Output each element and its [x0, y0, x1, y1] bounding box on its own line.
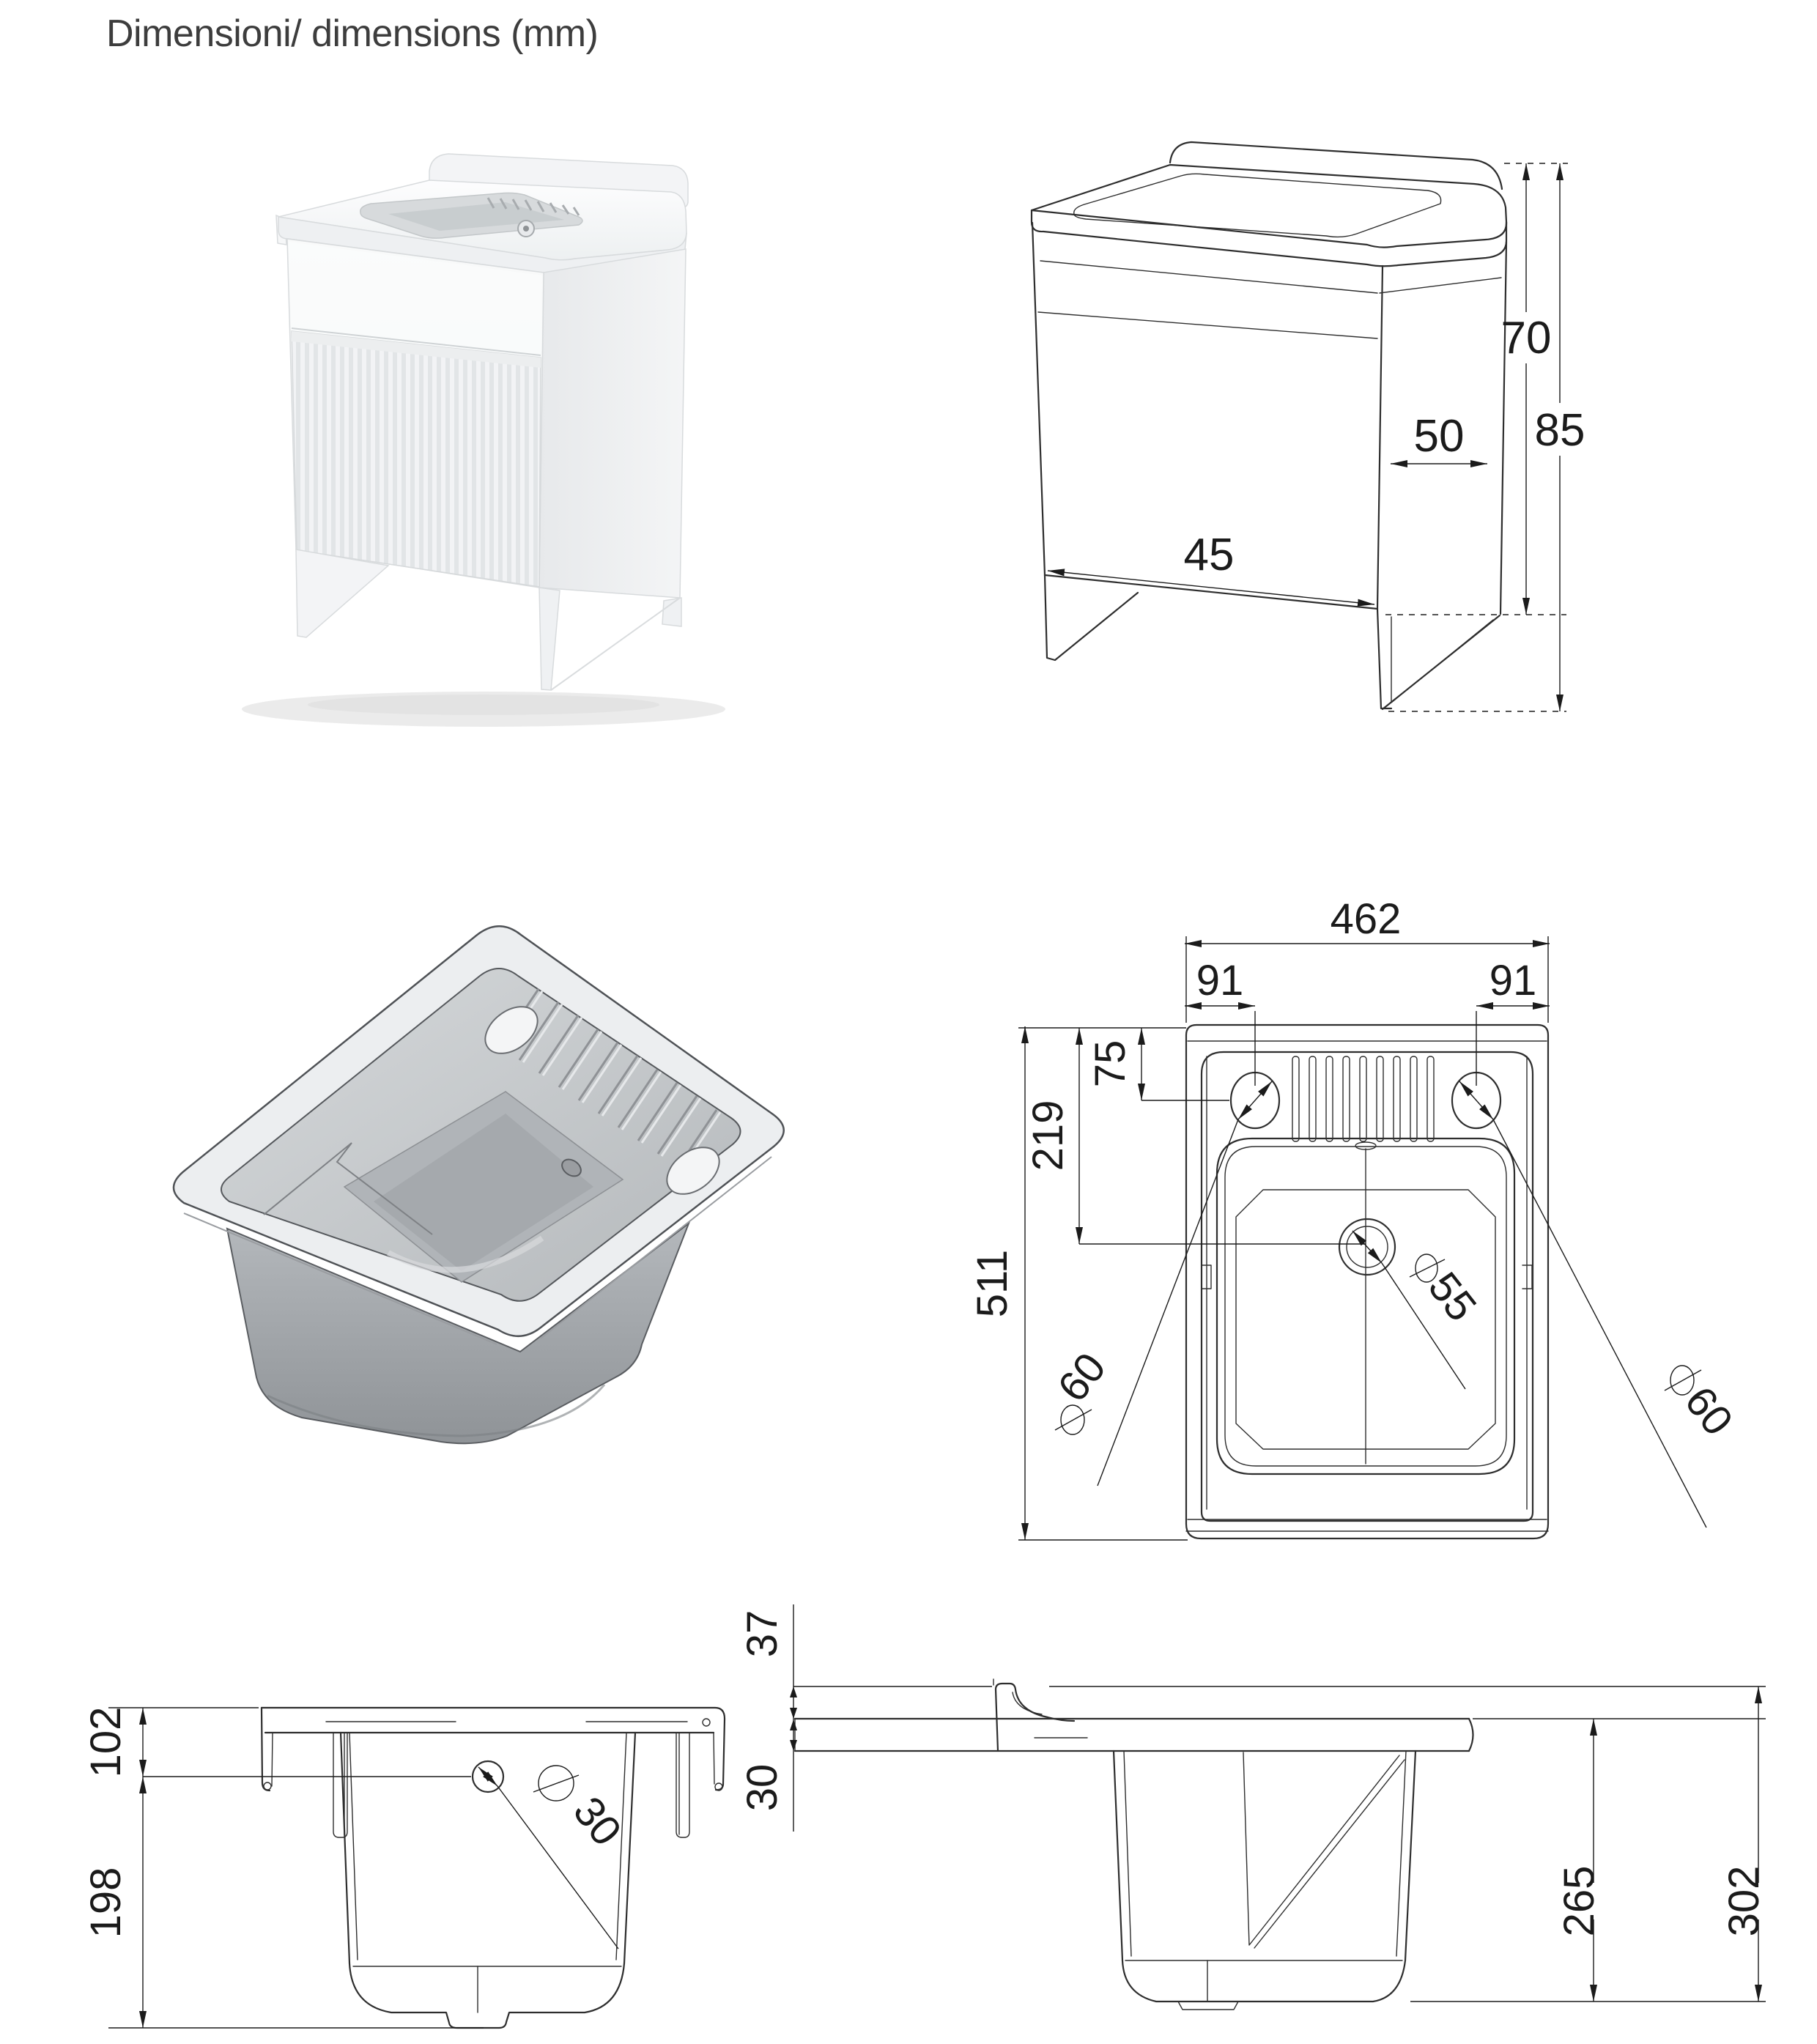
dim-width: 45	[1184, 530, 1235, 580]
side-view-svg: 102 198 30	[82, 1706, 726, 2029]
render-tub-body	[226, 1221, 691, 1445]
cabinet-photo	[169, 73, 791, 843]
top-view-basin	[1215, 1137, 1516, 1475]
dim-overflow-diameter: 30	[564, 1788, 631, 1855]
dim-body-height: 70	[1501, 313, 1552, 363]
dim-overall-depth: 511	[969, 1250, 1016, 1317]
render-step-edge	[263, 1142, 433, 1235]
dim-rim-height: 102	[82, 1707, 130, 1778]
dim-tub-depth: 198	[82, 1867, 130, 1939]
photo-side-panel	[539, 248, 687, 599]
top-view-outline	[1185, 1023, 1550, 1540]
page-title: Dimensioni/ dimensions (mm)	[106, 12, 599, 55]
section-view-svg: 37 30 265 302	[739, 1604, 1768, 2010]
photo-drain-fitting-center	[523, 226, 529, 232]
photo-tambour-rail	[292, 331, 541, 368]
render-flange-thickness	[183, 1156, 772, 1345]
side-view-dimensions: 102 198 30	[82, 1707, 631, 2029]
render-tub-bottom-shading	[267, 1384, 606, 1437]
cabinet-shadow-inner	[308, 695, 659, 715]
photo-tambour-door	[291, 330, 541, 588]
section-outline	[793, 1678, 1474, 2010]
sink-side-view: 102 198 30	[73, 1604, 769, 2044]
section-dimensions: 37 30 265 302	[739, 1604, 1768, 2002]
photo-left-leg	[295, 549, 390, 638]
top-view-dimensions: 462 91 91 75 219 511 55 60	[969, 895, 1742, 1541]
side-view-outline	[260, 1706, 726, 2029]
render-left-tap-hole	[484, 1006, 539, 1054]
photo-right-front-leg	[539, 587, 560, 691]
iso-dimensions: 70 85 50 45	[1047, 163, 1585, 712]
dim-total-height: 302	[1720, 1866, 1768, 1937]
photo-washboard-slots	[486, 197, 580, 216]
dim-right-hole-diameter: 60	[1676, 1378, 1742, 1445]
dim-hole-offset-left: 91	[1196, 957, 1244, 1004]
photo-panel-seam	[291, 327, 541, 356]
photo-right-back-leg	[662, 597, 682, 627]
render-overflow-hole	[561, 1158, 582, 1177]
dim-basin-height: 265	[1555, 1866, 1603, 1937]
dim-left-hole-diameter: 60	[1048, 1344, 1115, 1411]
render-basin-bottom-curve	[387, 1235, 544, 1273]
cabinet-iso-svg: 70 85 50 45	[1030, 141, 1585, 712]
dim-drain-from-back: 219	[1024, 1100, 1072, 1171]
cabinet-iso-drawing: 70 85 50 45	[989, 95, 1605, 828]
sink-section-view: 37 30 265 302	[739, 1575, 1817, 2044]
dim-depth: 50	[1414, 411, 1465, 462]
dim-splashback-height: 37	[739, 1610, 786, 1658]
sink-render-image	[172, 925, 785, 1445]
dim-hole-offset-right: 91	[1490, 957, 1537, 1004]
top-view-washboard	[1292, 1056, 1435, 1150]
top-view-tap-holes	[1229, 1071, 1502, 1130]
photo-upper-panel	[289, 242, 542, 358]
sink-render	[110, 872, 843, 1458]
dim-hole-from-back: 75	[1087, 1040, 1134, 1088]
dim-total-height: 85	[1535, 405, 1585, 456]
top-view-svg: 462 91 91 75 219 511 55 60	[969, 895, 1742, 1541]
iso-cabinet-outline	[1030, 141, 1508, 711]
dim-overall-width: 462	[1331, 895, 1402, 943]
photo-side-bottom-edge	[550, 597, 681, 691]
render-washboard	[498, 988, 722, 1171]
cabinet-photo-image	[242, 153, 725, 727]
render-right-tap-hole	[666, 1147, 720, 1195]
dim-drain-diameter: 55	[1419, 1264, 1486, 1330]
dim-rim-thickness: 30	[739, 1764, 786, 1812]
sink-top-view: 462 91 91 75 219 511 55 60	[969, 872, 1817, 1604]
